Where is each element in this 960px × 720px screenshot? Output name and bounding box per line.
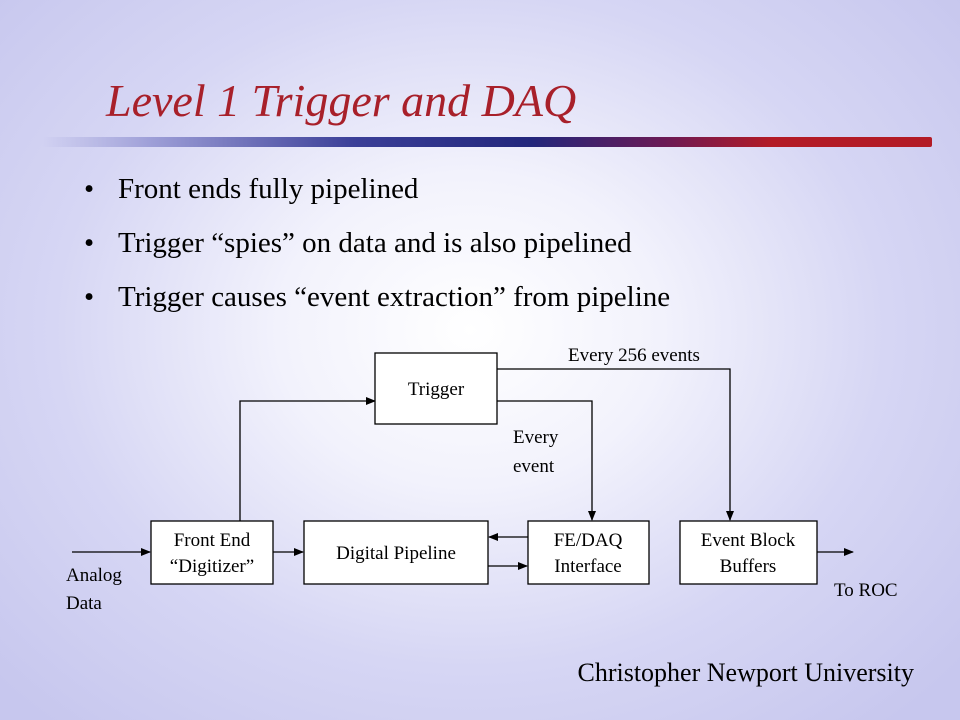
fe-daq-label-line2: Interface <box>554 556 622 577</box>
bullet-item: • Front ends fully pipelined <box>84 162 670 216</box>
event-block-label-line1: Event Block <box>701 530 796 551</box>
bullet-text: Front ends fully pipelined <box>118 173 419 205</box>
slide-title: Level 1 Trigger and DAQ <box>106 75 577 126</box>
trigger-box-label: Trigger <box>408 379 465 400</box>
bullet-list: • Front ends fully pipelined • Trigger “sp… <box>84 162 670 324</box>
bullet-dot-icon: • <box>84 173 95 205</box>
digital-pipeline-label: Digital Pipeline <box>336 543 456 564</box>
every-event-label-line2: event <box>513 456 555 477</box>
bullet-item: • Trigger “spies” on data and is also pip… <box>84 216 670 270</box>
trigger-every-256-arrow <box>497 368 734 521</box>
trigger-box <box>374 352 498 425</box>
event-block-buffers-box <box>679 520 818 585</box>
analog-data-label-line1: Analog <box>66 565 122 586</box>
every-event-label-line1: Every <box>513 427 559 448</box>
bullet-item: • Trigger causes “event extraction” from … <box>84 270 670 324</box>
frontend-to-trigger-arrow <box>239 397 376 521</box>
fe-daq-label-line1: FE/DAQ <box>554 530 623 551</box>
to-roc-label: To ROC <box>834 580 898 601</box>
event-block-label-line2: Buffers <box>720 556 777 577</box>
front-end-label-line2: “Digitizer” <box>170 556 254 577</box>
bullet-dot-icon: • <box>84 227 95 259</box>
digital-pipeline-box <box>303 520 489 585</box>
title-underline-bar <box>42 137 932 147</box>
bullet-dot-icon: • <box>84 281 95 313</box>
bullet-text: Trigger “spies” on data and is also pipe… <box>118 227 632 259</box>
front-end-digitizer-box <box>150 520 274 585</box>
fe-daq-interface-box <box>527 520 650 585</box>
front-end-label-line1: Front End <box>174 530 251 551</box>
analog-data-label-line2: Data <box>66 593 102 614</box>
bullet-text: Trigger causes “event extraction” from p… <box>118 281 671 313</box>
every-256-events-label: Every 256 events <box>568 345 700 366</box>
university-footer: Christopher Newport University <box>577 658 914 687</box>
trigger-every-event-arrow <box>497 400 596 521</box>
